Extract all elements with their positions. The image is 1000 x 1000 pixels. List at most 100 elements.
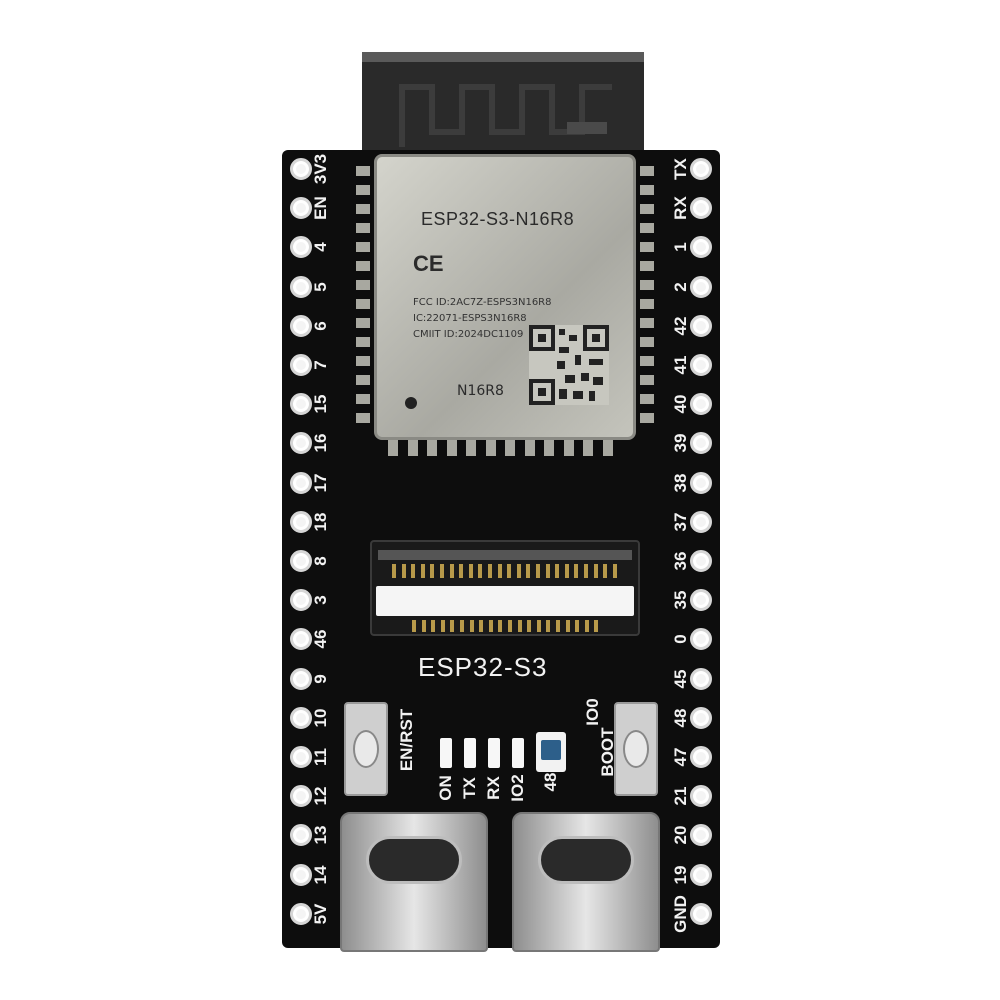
right-pin-hole[interactable] [690,785,712,808]
right-pin-hole[interactable] [690,824,712,847]
right-pin-hole[interactable] [690,706,712,729]
fpc-contact [517,620,522,632]
left-pin-hole[interactable] [290,863,312,886]
fpc-contact [440,564,444,578]
left-pin-hole[interactable] [290,158,312,180]
right-pin-hole[interactable] [690,158,712,180]
module-pad [640,356,654,366]
qr-code-icon [529,325,609,405]
right-pin-hole[interactable] [690,628,712,651]
pin1-dot-icon [405,397,417,409]
fpc-contact [546,620,551,632]
module-pad [485,440,496,456]
right-pin-hole[interactable] [690,432,712,455]
left-pin-hole[interactable] [290,785,312,808]
usb-c-port-right[interactable] [512,812,660,952]
fpc-contact [593,564,598,578]
module-pad [356,337,370,347]
antenna-area [362,52,644,162]
fpc-contact [555,564,560,578]
reset-button-label: EN/RST [397,708,416,772]
rgb-led [536,732,566,772]
fpc-contact [564,564,569,578]
right-pin-hole[interactable] [690,314,712,337]
module-pad [407,440,418,456]
variant-label: N16R8 [457,383,504,399]
module-pad [446,440,457,456]
module-pad [356,223,370,233]
left-pin-hole[interactable] [290,902,312,925]
left-pin-hole[interactable] [290,432,312,455]
usb-c-opening-right [538,836,634,884]
right-pin-hole[interactable] [690,863,712,886]
fpc-slot [376,586,634,616]
left-pin-hole[interactable] [290,510,312,533]
module-pad [427,440,437,456]
fpc-contact [612,564,617,578]
module-pad [388,440,398,456]
status-led-label: IO2 [508,774,527,802]
right-pin-label: GND [671,894,690,933]
rgb-led-label: 48 [541,772,560,792]
right-pin-hole[interactable] [690,550,712,572]
module-pad [356,204,370,214]
left-pin-hole[interactable] [290,628,312,651]
fpc-contact [556,620,560,632]
usb-c-port-left[interactable] [340,812,488,952]
status-led-label: ON [436,775,455,801]
right-pin-hole[interactable] [690,667,712,690]
left-pin-hole[interactable] [290,197,312,220]
right-pin-hole[interactable] [690,589,712,612]
left-pin-hole[interactable] [290,589,312,612]
status-led-label: TX [460,777,479,799]
fpc-contact [527,620,532,632]
fpc-contact [536,564,540,578]
fpc-contact [450,620,455,632]
module-model-label: ESP32-S3-N16R8 [421,209,575,229]
right-pin-hole[interactable] [690,275,712,298]
right-pin-hole[interactable] [690,236,712,259]
module-pad [356,375,370,385]
left-pin-hole[interactable] [290,746,312,768]
fpc-connector [370,540,640,636]
module-pad [356,356,370,366]
right-pin-hole[interactable] [690,471,712,494]
boot-button[interactable] [614,702,658,796]
left-pin-hole[interactable] [290,236,312,259]
module-pad [563,440,574,456]
left-pin-hole[interactable] [290,275,312,298]
fpc-contact [603,564,608,578]
left-pin-hole[interactable] [290,393,312,416]
fpc-contact [575,620,580,632]
right-pin-hole[interactable] [690,393,712,416]
left-pin-hole[interactable] [290,824,312,847]
fpc-contact [401,564,406,578]
reset-button[interactable] [344,702,388,796]
right-pin-hole[interactable] [690,354,712,376]
left-pin-hole[interactable] [290,706,312,729]
fpc-contact [459,564,464,578]
fpc-contact [488,564,492,578]
fpc-contacts-top [392,564,622,578]
module-pad [640,299,654,309]
module-pad [640,413,654,423]
reset-button-cap[interactable] [353,730,379,768]
boot-pin-label: IO0 [583,698,602,726]
left-pin-hole[interactable] [290,471,312,494]
left-pin-hole[interactable] [290,550,312,572]
left-pin-hole[interactable] [290,667,312,690]
left-pin-hole[interactable] [290,314,312,337]
right-pin-hole[interactable] [690,746,712,768]
left-pin-hole[interactable] [290,354,312,376]
ce-mark: CE [413,251,444,276]
module-pad [544,440,554,456]
right-pin-hole[interactable] [690,510,712,533]
module-shield: ESP32-S3-N16R8 CE FCC ID:2AC7Z-ESPS3N16R… [374,154,636,440]
status-led [464,738,476,768]
fpc-contact [536,620,541,632]
boot-button-cap[interactable] [623,730,649,768]
module-pad [356,394,370,404]
fpc-contact [449,564,454,578]
right-pin-hole[interactable] [690,902,712,925]
right-pin-hole[interactable] [690,197,712,220]
